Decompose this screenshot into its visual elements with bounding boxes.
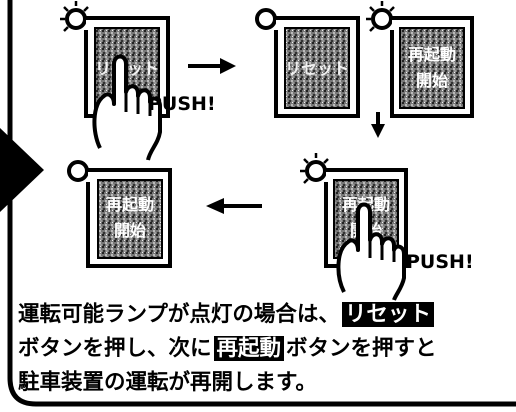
instruction-line-1: 運転可能ランプが点灯の場合は、リセット (18, 298, 510, 332)
panel-reset-released: リセット (255, 8, 360, 118)
lamp-off-icon-2 (67, 160, 89, 182)
pointer-triangle-icon (0, 128, 44, 212)
lamp-lit-icon-2 (371, 8, 393, 30)
panel-restart-pressed: 再起動 開始 (300, 153, 408, 301)
arrow-down-icon (371, 112, 385, 138)
frame-border (7, 0, 516, 407)
instruction-line-2: ボタンを押し、次に再起動ボタンを押すと (18, 336, 437, 361)
arrow-left-icon (206, 198, 262, 214)
instruction-text: 運転可能ランプが点灯の場合は、リセット ボタンを押し、次に再起動ボタンを押すと … (18, 298, 510, 400)
panel-restart-result: 再起動 開始 (67, 160, 172, 268)
svg-text:開始: 開始 (114, 221, 146, 240)
restart-button-label-top: 再起動 (408, 45, 456, 64)
lamp-lit-icon (65, 8, 87, 30)
pointing-hand-icon (92, 54, 162, 161)
arrow-right-icon (188, 58, 236, 74)
reset-button-face-2 (284, 27, 350, 109)
push-label-2: PUSH! (406, 251, 474, 273)
svg-text:再起動: 再起動 (106, 195, 154, 214)
push-label-1: PUSH! (148, 93, 216, 115)
panel-restart: 再起動 開始 (366, 1, 474, 118)
restart-button-face-2 (97, 179, 163, 259)
reset-highlight: リセット (341, 302, 434, 327)
restart-highlight: 再起動 (213, 336, 285, 361)
panel-reset-pressed: リセット (60, 1, 170, 161)
instruction-line-3: 駐車装置の運転が再開します。 (18, 370, 317, 395)
lamp-off-icon (255, 8, 277, 30)
restart-button-label-bottom: 開始 (416, 71, 448, 90)
pointing-hand-icon-2 (336, 202, 406, 301)
restart-button-face (399, 27, 465, 109)
reset-button-label-2: リセット (285, 59, 349, 78)
lamp-lit-icon-3 (305, 160, 327, 182)
